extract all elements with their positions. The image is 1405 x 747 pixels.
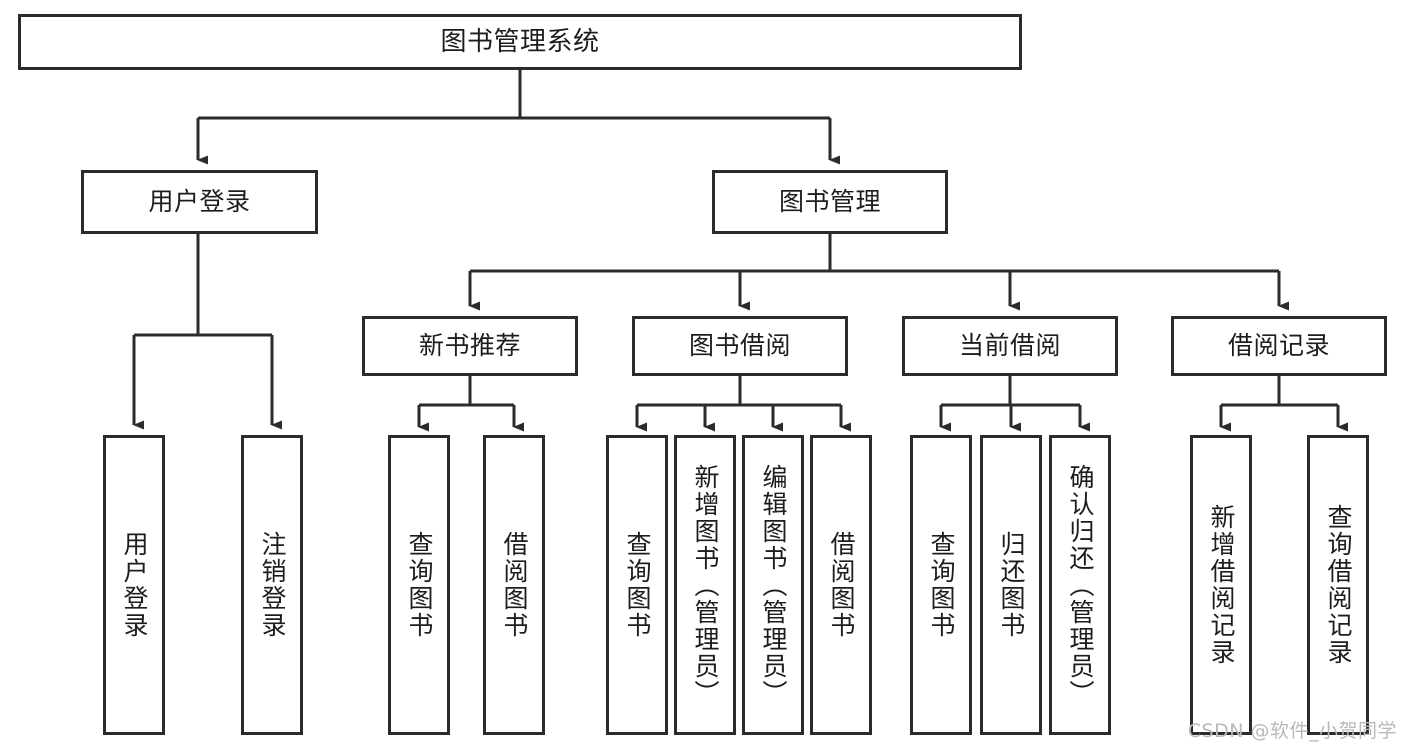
leaf-confirm-return-admin-label: 确认归还（管理员） xyxy=(1066,463,1095,707)
leaf-add-borrow-record-label: 新增借阅记录 xyxy=(1207,504,1236,666)
leaf-query-borrow-record-label: 查询借阅记录 xyxy=(1324,504,1353,666)
leaf-query-book-borrow-label: 查询图书 xyxy=(623,531,652,639)
leaf-borrow-book-recommend[interactable]: 借阅图书 xyxy=(483,435,545,735)
node-book-borrow[interactable]: 图书借阅 xyxy=(632,316,848,376)
node-user-login-label: 用户登录 xyxy=(148,187,251,217)
leaf-query-book-recommend-label: 查询图书 xyxy=(405,531,434,639)
leaf-borrow-book-label: 借阅图书 xyxy=(827,531,856,639)
node-book-management[interactable]: 图书管理 xyxy=(712,170,948,234)
node-current-borrow[interactable]: 当前借阅 xyxy=(902,316,1118,376)
leaf-return-book-label: 归还图书 xyxy=(997,531,1026,639)
leaf-confirm-return-admin[interactable]: 确认归还（管理员） xyxy=(1049,435,1111,735)
leaf-logout-label: 注销登录 xyxy=(258,531,287,639)
watermark-text: CSDN @软件_小贺同学 xyxy=(1187,720,1397,742)
leaf-edit-book-admin-label: 编辑图书（管理员） xyxy=(759,463,788,707)
leaf-user-login-label: 用户登录 xyxy=(120,531,149,639)
node-new-book-recommend-label: 新书推荐 xyxy=(418,331,521,361)
leaf-query-book-recommend[interactable]: 查询图书 xyxy=(388,435,450,735)
node-borrow-record[interactable]: 借阅记录 xyxy=(1171,316,1387,376)
leaf-add-borrow-record[interactable]: 新增借阅记录 xyxy=(1190,435,1252,735)
node-book-borrow-label: 图书借阅 xyxy=(688,331,791,361)
leaf-query-book-current-label: 查询图书 xyxy=(927,531,956,639)
node-book-management-label: 图书管理 xyxy=(778,187,881,217)
leaf-add-book-admin-label: 新增图书（管理员） xyxy=(691,463,720,707)
leaf-query-borrow-record[interactable]: 查询借阅记录 xyxy=(1307,435,1369,735)
node-root[interactable]: 图书管理系统 xyxy=(18,14,1022,70)
node-current-borrow-label: 当前借阅 xyxy=(958,331,1061,361)
node-new-book-recommend[interactable]: 新书推荐 xyxy=(362,316,578,376)
node-borrow-record-label: 借阅记录 xyxy=(1227,331,1330,361)
leaf-add-book-admin[interactable]: 新增图书（管理员） xyxy=(674,435,736,735)
leaf-edit-book-admin[interactable]: 编辑图书（管理员） xyxy=(742,435,804,735)
leaf-query-book-borrow[interactable]: 查询图书 xyxy=(606,435,668,735)
leaf-query-book-current[interactable]: 查询图书 xyxy=(910,435,972,735)
leaf-borrow-book[interactable]: 借阅图书 xyxy=(810,435,872,735)
node-user-login[interactable]: 用户登录 xyxy=(81,170,318,234)
node-root-label: 图书管理系统 xyxy=(440,26,600,57)
leaf-logout[interactable]: 注销登录 xyxy=(241,435,303,735)
leaf-borrow-book-recommend-label: 借阅图书 xyxy=(500,531,529,639)
leaf-return-book[interactable]: 归还图书 xyxy=(980,435,1042,735)
leaf-user-login[interactable]: 用户登录 xyxy=(103,435,165,735)
